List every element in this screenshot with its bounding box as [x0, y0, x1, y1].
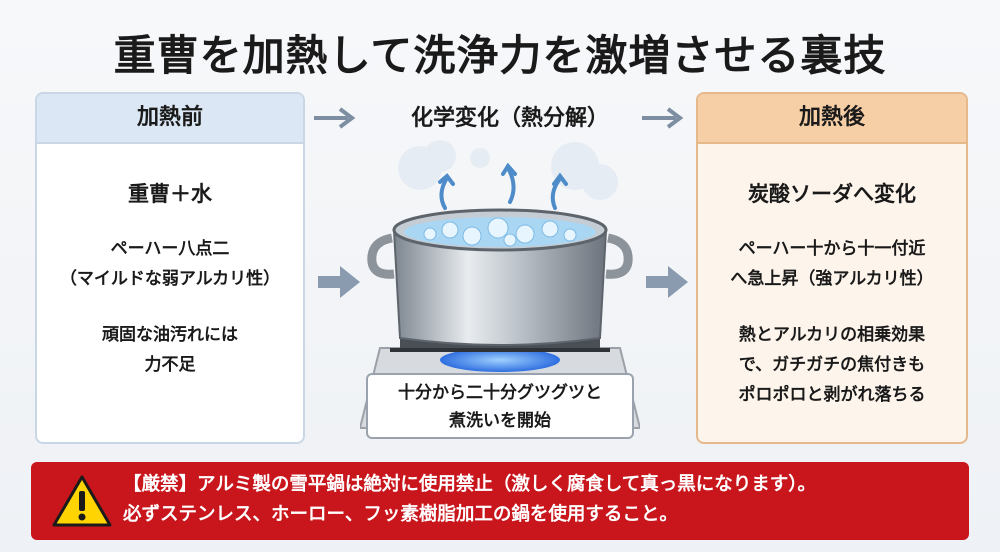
before-ph-line1: ペーハー八点二: [110, 239, 230, 259]
arrow-right-icon: [642, 107, 684, 129]
arrow-right-icon: [646, 266, 688, 298]
after-note-line1: 熱とアルカリの相乗効果: [738, 325, 926, 345]
after-main: 炭酸ソーダへ変化: [748, 182, 916, 206]
before-main: 重曹＋水: [128, 182, 212, 206]
warning-line1: 【厳禁】アルミ製の雪平鍋は絶対に使用禁止（激しく腐食して真っ黒になります）。: [123, 474, 817, 495]
after-ph-line1: ペーハー十から十一付近: [738, 239, 926, 259]
middle-header: 化学変化（熱分解）: [410, 106, 609, 131]
arrow-right-icon: [314, 107, 356, 129]
before-header: 加熱前: [37, 94, 303, 144]
before-panel: 加熱前 重曹＋水 ペーハー八点二 （マイルドな弱アルカリ性） 頑固な油汚れには …: [35, 92, 305, 444]
page-title: 重曹を加熱して洗浄力を激増させる裏技: [113, 31, 887, 80]
caption-line2: 煮洗いを開始: [449, 411, 551, 431]
warning-line2: 必ずステンレス、ホーロー、フッ素樹脂加工の鍋を使用すること。: [123, 504, 678, 525]
after-note-line3: ポロポロと剥がれ落ちる: [738, 385, 926, 405]
before-note-line1: 頑固な油汚れには: [102, 325, 238, 345]
arrow-right-icon: [318, 266, 360, 298]
caption-line1: 十分から二十分グツグツと: [398, 383, 602, 403]
boil-caption: 十分から二十分グツグツと 煮洗いを開始: [366, 373, 634, 439]
after-ph-line2: へ急上昇（強アルカリ性）: [730, 269, 934, 289]
warning-banner: 【厳禁】アルミ製の雪平鍋は絶対に使用禁止（激しく腐食して真っ黒になります）。 必…: [31, 462, 969, 540]
before-ph-line2: （マイルドな弱アルカリ性）: [59, 269, 281, 289]
after-panel: 加熱後 炭酸ソーダへ変化 ペーハー十から十一付近 へ急上昇（強アルカリ性） 熱と…: [696, 92, 968, 444]
before-note-line2: 力不足: [144, 355, 196, 375]
warning-triangle-icon: [52, 475, 112, 527]
after-note-line2: で、ガチガチの焦付きも: [738, 355, 926, 375]
after-header: 加熱後: [698, 94, 966, 144]
